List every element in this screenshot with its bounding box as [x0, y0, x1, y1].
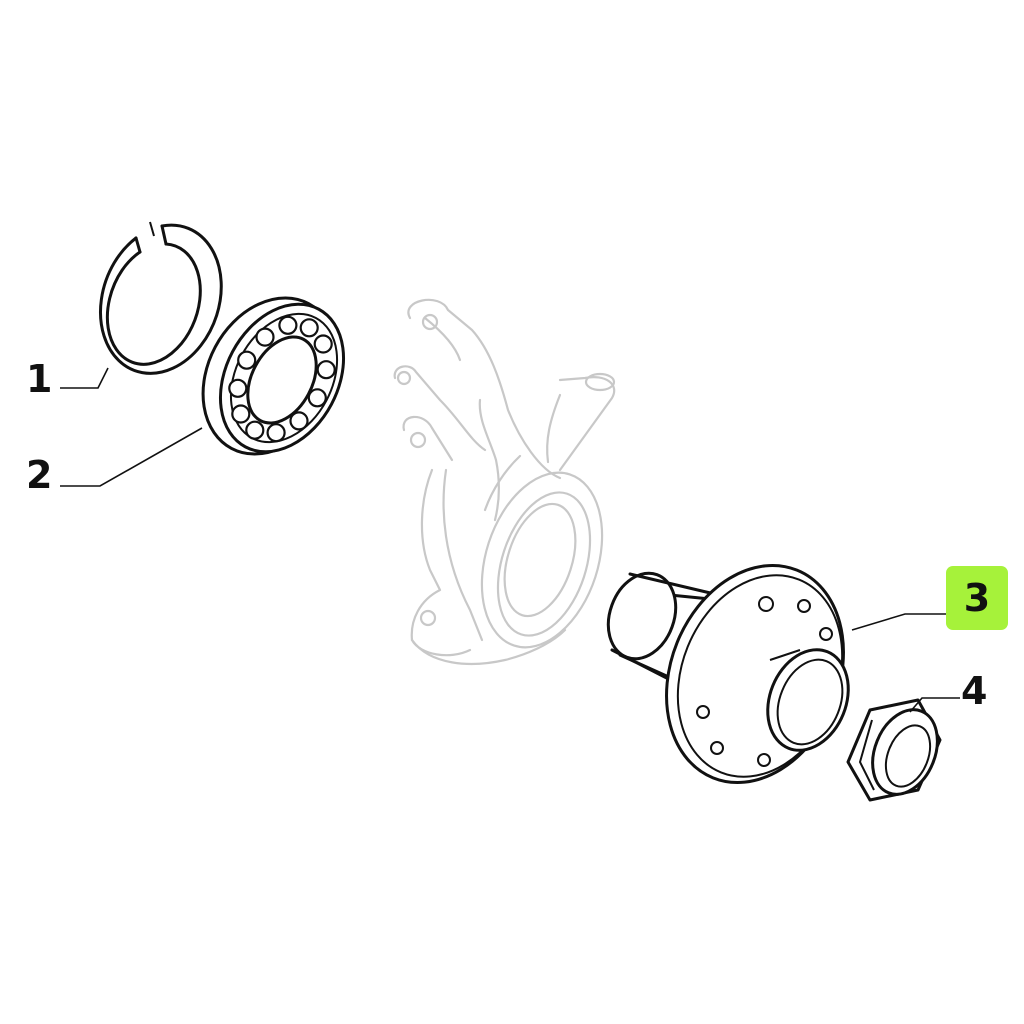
- hub-nut-icon: [846, 698, 942, 802]
- leader-lines: [60, 367, 960, 713]
- wheel-bearing-icon: [201, 296, 346, 456]
- snap-ring-icon: [99, 221, 223, 375]
- callout-3-highlight[interactable]: 3: [946, 566, 1008, 630]
- steering-knuckle-icon: [393, 298, 616, 665]
- bearing-ball: [255, 327, 275, 347]
- callout-2[interactable]: 2: [26, 453, 53, 497]
- leader-2: [60, 427, 203, 487]
- callout-3[interactable]: 3: [963, 576, 991, 620]
- leader-3: [851, 613, 946, 631]
- bearing-ball: [307, 388, 327, 408]
- bearing-ball: [245, 420, 265, 440]
- bearing-ball: [231, 404, 251, 424]
- bearing-ball: [278, 315, 298, 335]
- bearing-ball: [316, 360, 336, 380]
- bearing-ball: [299, 318, 319, 338]
- callout-4[interactable]: 4: [961, 669, 988, 713]
- bearing-ball: [237, 350, 257, 370]
- leader-1: [60, 367, 109, 389]
- bearing-ball: [289, 411, 309, 431]
- callout-1[interactable]: 1: [26, 357, 53, 401]
- bearing-ball: [266, 423, 286, 443]
- bearing-ball: [228, 378, 248, 398]
- leader-4: [909, 697, 960, 713]
- bearing-ball: [313, 334, 333, 354]
- wheel-hub-icon: [606, 563, 850, 785]
